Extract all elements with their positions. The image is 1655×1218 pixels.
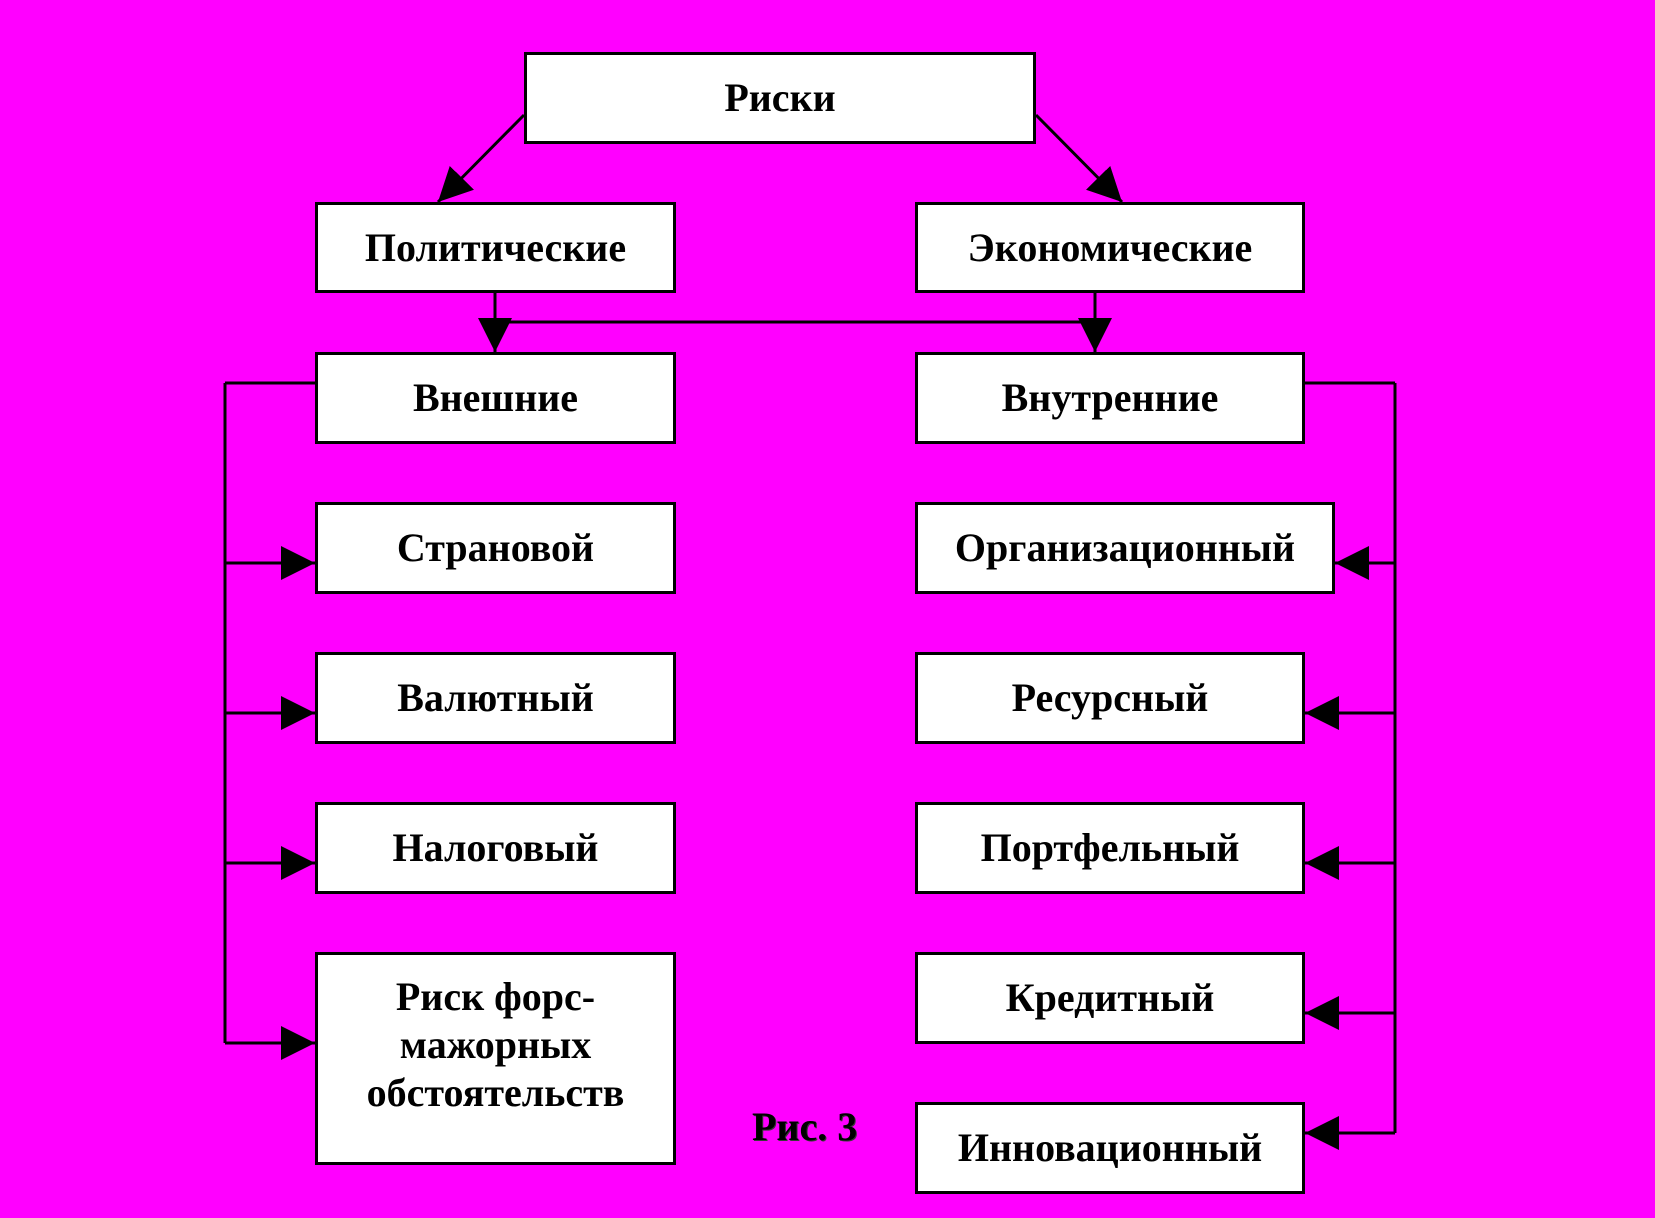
external-item-label: Налоговый xyxy=(392,825,599,870)
external-box: Внешние xyxy=(315,352,676,444)
political-box: Политические xyxy=(315,202,676,293)
root-risks-label: Риски xyxy=(724,75,836,120)
external-label: Внешние xyxy=(412,375,579,420)
external-item-label: Валютный xyxy=(397,675,594,720)
external-item-country: Страновой xyxy=(315,502,676,594)
arrow-root-to-economic xyxy=(1034,113,1124,204)
internal-item-label: Кредитный xyxy=(1005,975,1215,1020)
external-item-tax: Налоговый xyxy=(315,802,676,894)
economic-box: Экономические xyxy=(915,202,1305,293)
internal-box: Внутренние xyxy=(915,352,1305,444)
external-item-label: Риск форс- мажорных обстоятельств xyxy=(366,974,625,1115)
external-item-currency: Валютный xyxy=(315,652,676,744)
internal-item-label: Организационный xyxy=(954,525,1296,570)
root-risks-box: Риски xyxy=(524,52,1036,144)
economic-label: Экономические xyxy=(967,224,1253,270)
external-item-label: Страновой xyxy=(396,525,595,570)
political-label: Политические xyxy=(364,224,627,270)
external-item-force-majeure: Риск форс- мажорных обстоятельств xyxy=(315,952,676,1165)
internal-item-organizational: Организационный xyxy=(915,502,1335,594)
internal-item-portfolio: Портфельный xyxy=(915,802,1305,894)
internal-item-label: Инновационный xyxy=(957,1125,1263,1170)
internal-item-innovation: Инновационный xyxy=(915,1102,1305,1194)
internal-item-label: Ресурсный xyxy=(1011,675,1209,720)
internal-label: Внутренние xyxy=(1001,375,1219,420)
arrow-root-to-political xyxy=(436,113,526,204)
internal-item-credit: Кредитный xyxy=(915,952,1305,1044)
internal-item-label: Портфельный xyxy=(980,825,1240,870)
figure-caption: Рис. 3 xyxy=(752,1104,858,1149)
internal-item-resource: Ресурсный xyxy=(915,652,1305,744)
